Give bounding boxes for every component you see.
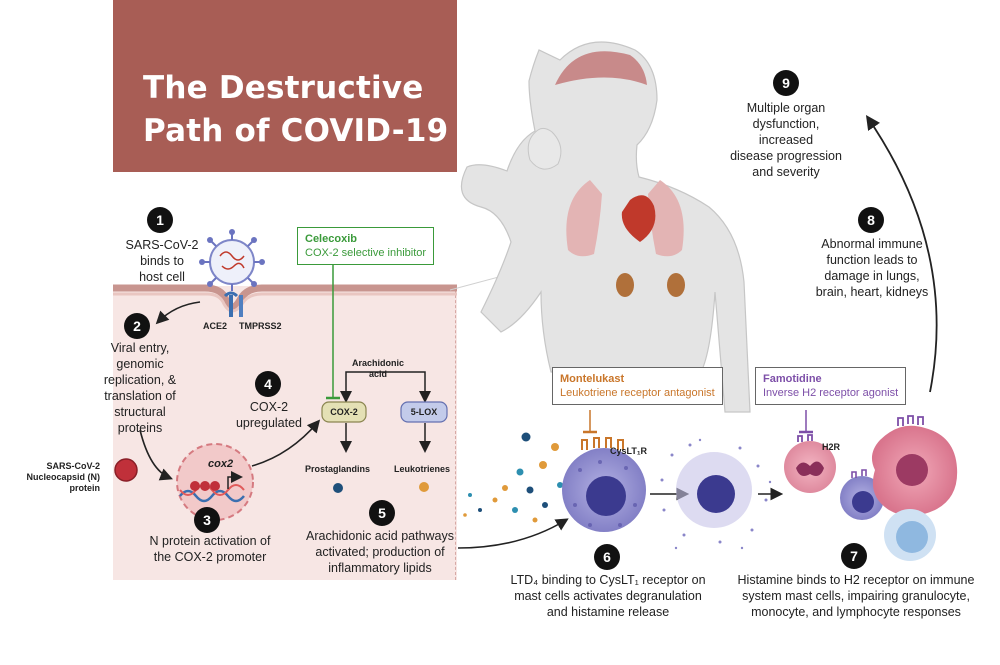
arrow-to-cox2 <box>251 419 321 467</box>
lox5-enzyme-box <box>400 401 448 423</box>
celecoxib-name: Celecoxib <box>305 233 357 245</box>
famotidine-box: Famotidine Inverse H2 receptor agonist <box>755 367 907 405</box>
cell-interior-panel <box>113 286 457 580</box>
prostaglandins-label: Prostaglandins <box>305 464 371 474</box>
leukotrienes-label: Leukotrienes <box>394 464 451 474</box>
step-7-text: Histamine binds to H2 receptor on immune… <box>737 573 975 619</box>
arachidonic-branch <box>345 371 431 403</box>
mast-cell-icon <box>562 437 646 532</box>
cell-membrane <box>113 284 457 313</box>
montelukast-desc: Leukotriene receptor antagonist <box>560 387 715 399</box>
celecoxib-box: Celecoxib COX-2 selective inhibitor <box>297 227 435 265</box>
ace2-receptor-icon <box>223 291 239 317</box>
arrow-to-mast-cell <box>457 518 569 549</box>
ace2-label: ACE2 <box>203 321 228 331</box>
nucleus-icon <box>176 443 254 521</box>
title-line-2: Path of COVID-19 <box>143 113 449 149</box>
famotidine-name: Famotidine <box>763 373 822 385</box>
small-mast-cell-icon <box>840 469 884 520</box>
step-6-badge: 6 <box>594 544 620 570</box>
step-5-badge: 5 <box>369 500 395 526</box>
arrow-entry <box>155 301 201 325</box>
step-8-badge: 8 <box>858 207 884 233</box>
famotidine-desc: Inverse H2 receptor agonist <box>763 387 899 399</box>
granulocyte-icon <box>784 434 836 493</box>
human-figure-icon <box>449 41 751 413</box>
cyslt1r-label: CysLT₁R <box>610 446 648 456</box>
montelukast-box: Montelukast Leukotriene receptor antagon… <box>552 367 723 405</box>
virus-icon <box>199 229 265 291</box>
step-1-badge: 1 <box>147 207 173 233</box>
step-9-badge: 9 <box>773 70 799 96</box>
step-7-badge: 7 <box>841 543 867 569</box>
inflammatory-lipid-particles <box>463 432 563 523</box>
cox2-enzyme-label: COX-2 <box>330 407 358 417</box>
h2r-label: H2R <box>822 442 841 452</box>
step-4-badge: 4 <box>255 371 281 397</box>
cox2-enzyme-box <box>321 401 367 423</box>
montelukast-name: Montelukast <box>560 373 625 385</box>
tmprss2-receptor-icon <box>239 295 243 317</box>
cox2-gene-label: cox2 <box>208 458 234 470</box>
n-protein-icon <box>114 458 138 482</box>
arrow-to-nucleus <box>139 429 173 481</box>
step-2-badge: 2 <box>124 313 150 339</box>
leukotriene-dot <box>419 482 429 492</box>
arrow-to-organ-damage <box>865 115 938 393</box>
tmprss2-label: TMPRSS2 <box>239 321 282 331</box>
celecoxib-desc: COX-2 selective inhibitor <box>305 247 427 259</box>
lox5-label: 5-LOX <box>410 407 438 417</box>
step-3-badge: 3 <box>194 507 220 533</box>
degranulating-mast-cell-icon <box>660 438 772 550</box>
monocyte-icon <box>871 415 958 516</box>
panel-dashed-edge <box>455 290 456 580</box>
lymphocyte-icon <box>884 509 936 561</box>
prostaglandin-dot <box>333 483 343 493</box>
title-banner: The Destructive Path of COVID-19 <box>113 0 457 172</box>
title-line-1: The Destructive <box>143 70 424 106</box>
